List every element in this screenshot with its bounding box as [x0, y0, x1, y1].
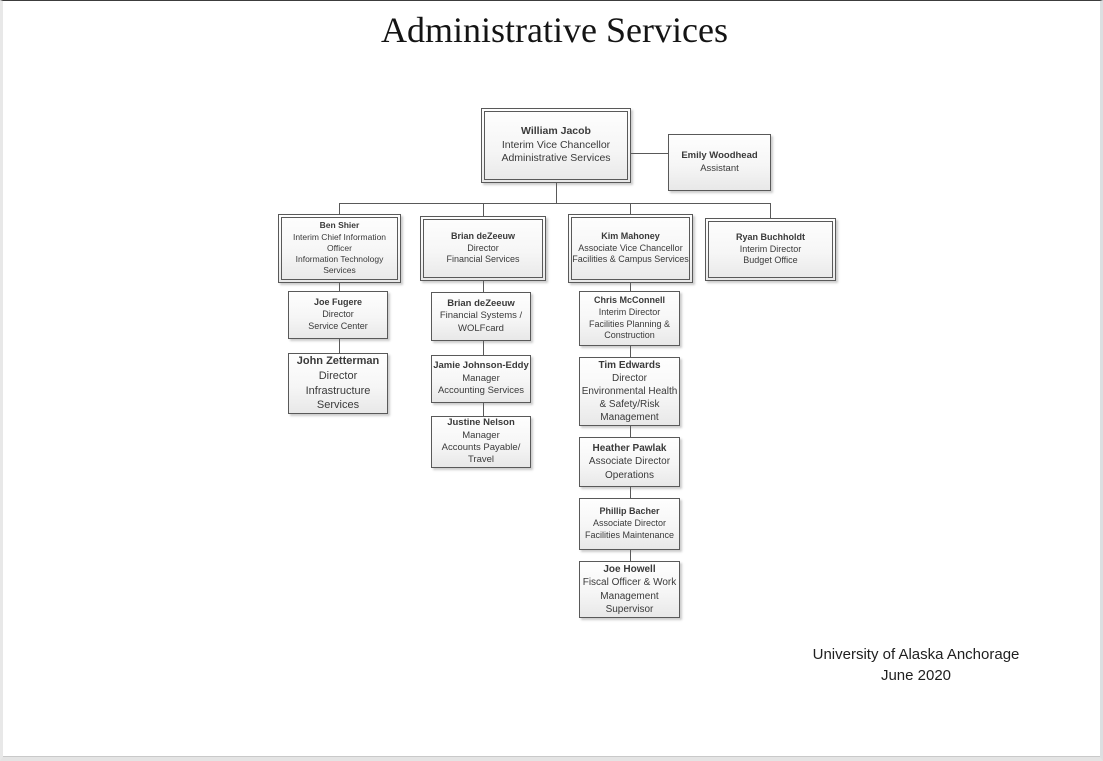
person-name: Justine Nelson: [447, 417, 515, 429]
footer-organization: University of Alaska Anchorage: [812, 646, 1020, 663]
person-role: Fiscal Officer & Work Management Supervi…: [582, 577, 677, 615]
person-role: Interim Director Facilities Planning & C…: [588, 306, 671, 341]
connector-drop-ben: [339, 203, 340, 214]
org-node-emily-woodhead: Emily Woodhead Assistant: [668, 134, 771, 191]
person-name: Heather Pawlak: [592, 443, 667, 455]
connector-joefugere-johnzetterman: [339, 339, 340, 353]
person-name: Tim Edwards: [598, 359, 661, 371]
org-node-jamie-johnson-eddy: Jamie Johnson-Eddy Manager Accounting Se…: [431, 355, 531, 403]
person-role: Financial Systems / WOLFcard: [439, 310, 523, 334]
person-name: Brian deZeeuw: [450, 230, 515, 241]
connector-brian2-jamie: [483, 341, 484, 355]
connector-level2-bus: [339, 203, 771, 204]
org-node-brian-dezeeuw: Brian deZeeuw Director Financial Service…: [420, 216, 546, 281]
org-node-brian-dezeeuw-financial-systems: Brian deZeeuw Financial Systems / WOLFca…: [431, 292, 531, 341]
person-name: Jamie Johnson-Eddy: [433, 360, 529, 372]
org-node-tim-edwards: Tim Edwards Director Environmental Healt…: [579, 357, 680, 426]
person-role: Interim Vice Chancellor Administrative S…: [501, 138, 611, 165]
person-name: Joe Fugere: [313, 297, 362, 308]
person-role: Associate Vice Chancellor Facilities & C…: [572, 242, 689, 265]
connector-drop-brian: [483, 203, 484, 216]
person-name: Ryan Buchholdt: [736, 231, 805, 242]
org-node-joe-fugere: Joe Fugere Director Service Center: [288, 291, 388, 339]
org-node-ben-shier: Ben Shier Interim Chief Information Offi…: [278, 214, 401, 283]
footer-date: June 2020: [880, 667, 952, 684]
person-name: William Jacob: [521, 124, 591, 137]
person-role: Interim Chief Information Officer Inform…: [292, 231, 387, 276]
person-role: Director Environmental Health & Safety/R…: [581, 372, 678, 424]
person-name: Emily Woodhead: [681, 149, 758, 161]
connector-ben-joefugere: [339, 283, 340, 291]
org-node-heather-pawlak: Heather Pawlak Associate Director Operat…: [579, 437, 680, 487]
person-role: Associate Director Operations: [588, 456, 671, 481]
chart-title: Administrative Services: [381, 10, 728, 50]
org-node-justine-nelson: Justine Nelson Manager Accounts Payable/…: [431, 416, 531, 468]
person-role: Manager Accounts Payable/ Travel: [441, 429, 521, 466]
connector-phillip-joehowell: [630, 550, 631, 561]
person-role: Director Financial Services: [446, 242, 520, 265]
org-node-ryan-buchholdt: Ryan Buchholdt Interim Director Budget O…: [705, 218, 836, 281]
person-role: Director Infrastructure Services: [305, 369, 371, 412]
connector-jamie-justine: [483, 403, 484, 416]
person-name: Ben Shier: [319, 220, 360, 231]
connector-drop-ryan: [770, 203, 771, 218]
person-role: Manager Accounting Services: [437, 372, 525, 397]
connector-william-emily: [631, 153, 668, 154]
connector-william-stub: [556, 183, 557, 203]
person-name: Brian deZeeuw: [447, 297, 515, 309]
person-name: Phillip Bacher: [599, 506, 660, 517]
org-node-phillip-bacher: Phillip Bacher Associate Director Facili…: [579, 498, 680, 550]
person-role: Interim Director Budget Office: [739, 243, 802, 266]
footer: University of Alaska Anchorage June 2020: [766, 644, 1066, 686]
person-role: Assistant: [700, 162, 739, 174]
connector-brian-brian2: [483, 281, 484, 292]
org-node-john-zetterman: John Zetterman Director Infrastructure S…: [288, 353, 388, 414]
connector-kim-chris: [630, 283, 631, 291]
org-node-kim-mahoney: Kim Mahoney Associate Vice Chancellor Fa…: [568, 214, 693, 283]
connector-tim-heather: [630, 426, 631, 437]
person-role: Associate Director Facilities Maintenanc…: [584, 518, 675, 540]
connector-drop-kim: [630, 203, 631, 214]
person-name: John Zetterman: [296, 355, 380, 368]
person-name: Chris McConnell: [593, 294, 665, 305]
org-node-chris-mcconnell: Chris McConnell Interim Director Facilit…: [579, 291, 680, 346]
org-node-joe-howell: Joe Howell Fiscal Officer & Work Managem…: [579, 561, 680, 618]
person-role: Director Service Center: [308, 309, 368, 331]
org-node-william-jacob: William Jacob Interim Vice Chancellor Ad…: [481, 108, 631, 183]
connector-heather-phillip: [630, 487, 631, 498]
person-name: Joe Howell: [603, 564, 656, 576]
connector-chris-tim: [630, 346, 631, 357]
person-name: Kim Mahoney: [601, 230, 660, 241]
